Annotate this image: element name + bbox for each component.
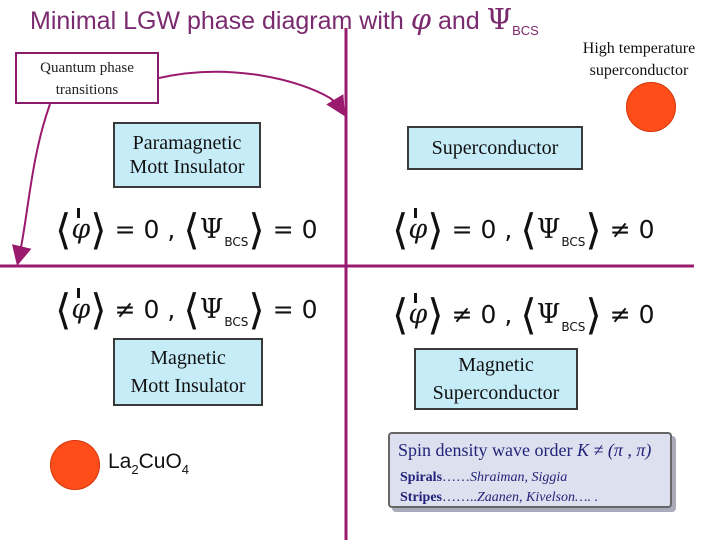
phi-relation: = 0 [451,215,497,244]
stripes-line: Stripes……..Zaanen, Kivelson…. . [400,490,598,505]
formula-bottom-left: ⟨φ⟩ ≠ 0 , ⟨ΨBCS⟩ = 0 [55,285,318,334]
spin-density-wave-box: Spin density wave order K ≠ (π , π) Spir… [388,432,672,508]
la2cuo4-label: La2CuO4 [108,450,190,477]
sdw-k-expression: K ≠ (π , π) [576,440,652,460]
formula-top-left: ⟨φ⟩ = 0 , ⟨ΨBCS⟩ = 0 [55,205,318,254]
psi-relation: ≠ 0 [609,215,655,244]
title-and: and [437,7,480,35]
la2cuo4-circle [50,440,100,490]
phi-relation: ≠ 0 [114,295,160,324]
ms-line-1: Magnetic [458,354,534,376]
spirals-line: Spirals……Shraiman, Siggia [400,470,568,485]
psi-subscript: BCS [512,23,539,38]
sdw-title: Spin density wave order K ≠ (π , π) [398,440,652,460]
high-tc-circle [626,82,676,132]
psi-relation: ≠ 0 [609,300,655,329]
psi-symbol: Ψ [486,2,513,36]
pm-line-1: Paramagnetic [132,132,242,154]
phi-relation: = 0 [114,215,160,244]
page-title: Minimal LGW phase diagram with φ and ΨBC… [30,2,539,38]
psi-relation: = 0 [272,295,318,324]
pm-line-2: Mott Insulator [129,156,245,178]
psi-relation: = 0 [272,215,318,244]
high-tc-label: High temperature superconductor [556,38,720,82]
phi-relation: ≠ 0 [451,300,497,329]
arrow-to-horizontal-axis [11,103,51,266]
title-prefix: Minimal LGW phase diagram with [30,7,404,35]
magnetic-mott-insulator-box: Magnetic Mott Insulator [113,338,263,406]
ms-line-2: Superconductor [432,382,560,404]
phi-symbol: φ [410,2,432,36]
formula-top-right: ⟨φ⟩ = 0 , ⟨ΨBCS⟩ ≠ 0 [392,205,655,254]
magnetic-superconductor-box: Magnetic Superconductor [414,348,578,410]
sc-label: Superconductor [431,136,559,159]
mm-line-1: Magnetic [150,347,226,369]
high-tc-line-1: High temperature [582,40,696,57]
high-tc-line-2: superconductor [589,62,689,79]
paramagnetic-mott-insulator-box: Paramagnetic Mott Insulator [113,122,261,188]
superconductor-box: Superconductor [407,126,583,170]
quantum-phase-transitions-label: Quantum phase transitions [15,52,159,104]
qpt-line-2: transitions [55,82,119,98]
arrow-to-vertical-axis [158,70,346,117]
qpt-line-1: Quantum phase [40,60,134,76]
formula-bottom-right: ⟨φ⟩ ≠ 0 , ⟨ΨBCS⟩ ≠ 0 [392,290,655,339]
mm-line-2: Mott Insulator [130,375,246,397]
